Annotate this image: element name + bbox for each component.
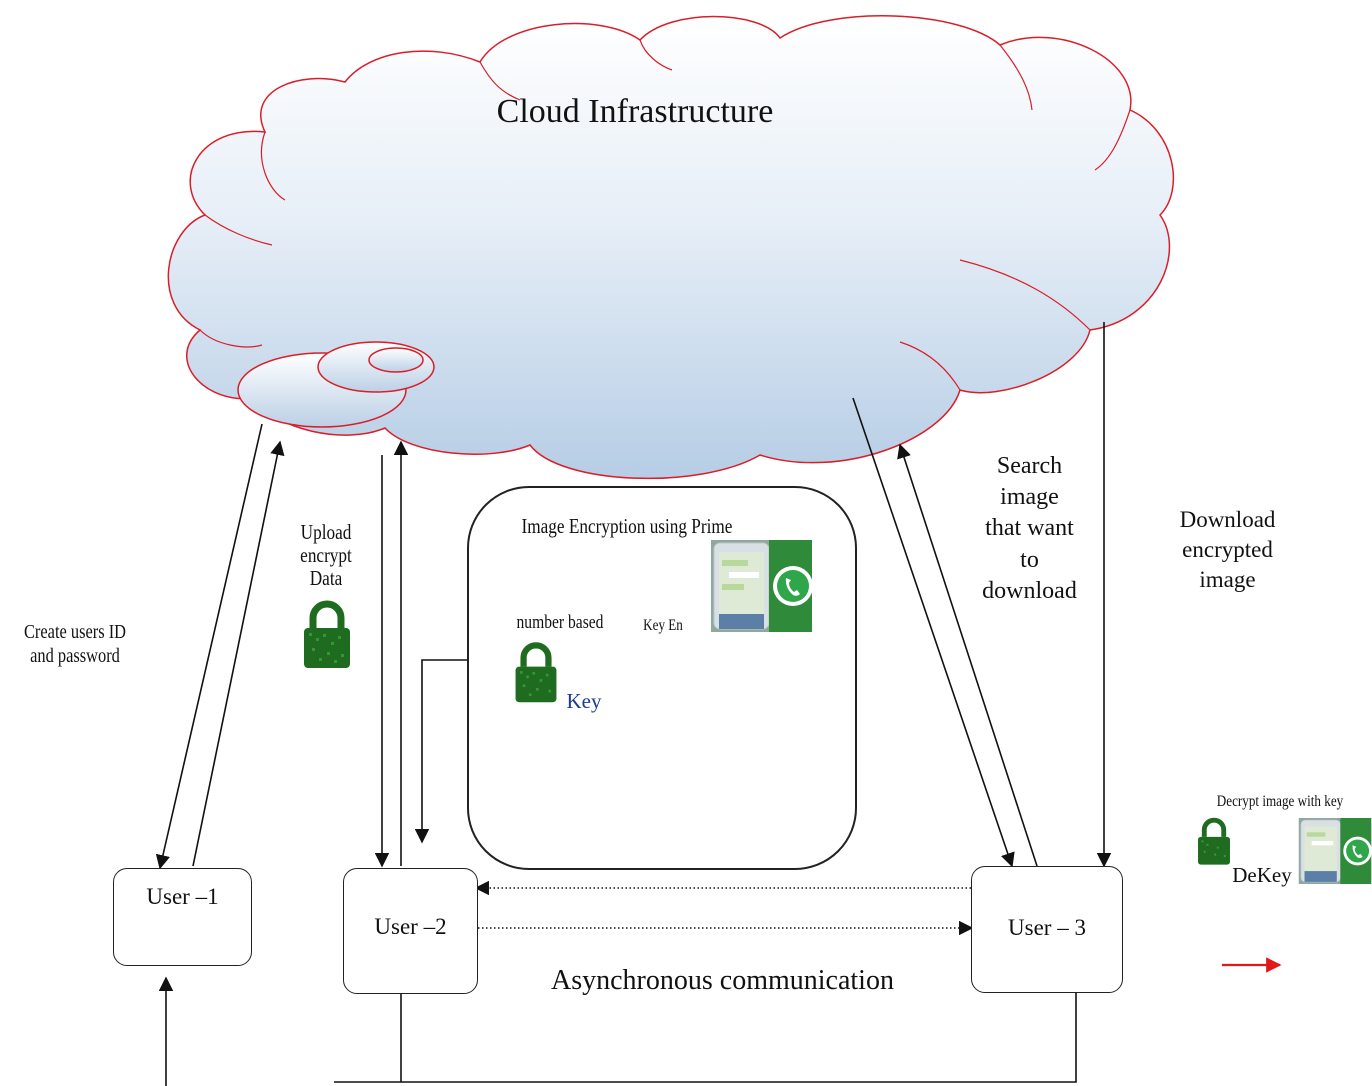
upload-label: Upload encrypt Data xyxy=(293,520,359,591)
download-label: Download encrypted image xyxy=(1150,505,1305,595)
download-line-2: encrypted xyxy=(1182,536,1273,562)
lock-icon xyxy=(304,600,350,668)
cloud-title: Cloud Infrastructure xyxy=(496,93,774,130)
encrypted-image-thumbnail xyxy=(711,540,812,632)
search-line-4: to xyxy=(1020,546,1039,573)
user-1-label: User –1 xyxy=(146,884,219,909)
arrow-cloud-to-user3 xyxy=(852,397,1015,868)
create-users-line-2: and password xyxy=(30,645,120,667)
arrow-bottom-to-user2-user3 xyxy=(334,962,1084,1083)
lock-icon xyxy=(1198,817,1230,865)
arrow-cloud-to-user1 xyxy=(155,423,263,870)
lock-icon xyxy=(515,642,557,703)
upload-line-1: Upload xyxy=(300,520,352,544)
arrow-user3-to-cloud xyxy=(897,443,1038,867)
user-2-box: User –2 xyxy=(343,868,478,994)
legend-decrypt-label: Decrypt image with key xyxy=(1216,793,1344,810)
async-label: Asynchronous communication xyxy=(551,965,894,996)
cloud-shape xyxy=(167,15,1175,480)
search-label: Search image that want to download xyxy=(962,451,1097,607)
upload-line-2: encrypt xyxy=(300,543,352,568)
user-1-box: User –1 xyxy=(113,868,252,966)
arrow-user1-to-cloud xyxy=(192,440,285,867)
decrypted-image-thumbnail xyxy=(1298,818,1372,884)
search-line-5: download xyxy=(982,577,1077,604)
encryption-title: Image Encryption using Prime xyxy=(521,514,733,538)
user-2-label: User –2 xyxy=(374,914,447,939)
upload-line-3: Data xyxy=(309,566,343,591)
create-users-label: Create users ID and password xyxy=(14,620,137,668)
encryption-key: Key xyxy=(566,689,602,713)
search-line-2: image xyxy=(1000,484,1059,511)
encryption-key-en: Key En xyxy=(643,617,683,634)
search-line-1: Search xyxy=(996,453,1063,479)
encryption-number-based: number based xyxy=(516,612,604,633)
download-line-1: Download xyxy=(1179,507,1276,532)
arrow-encryption-to-user2 xyxy=(414,659,467,844)
download-line-3: image xyxy=(1199,566,1256,592)
user-3-label: User – 3 xyxy=(1008,915,1086,940)
user-3-box: User – 3 xyxy=(971,866,1123,993)
legend-dekey-label: DeKey xyxy=(1232,863,1292,887)
search-line-3: that want xyxy=(985,515,1074,542)
create-users-line-1: Create users ID xyxy=(23,621,127,643)
